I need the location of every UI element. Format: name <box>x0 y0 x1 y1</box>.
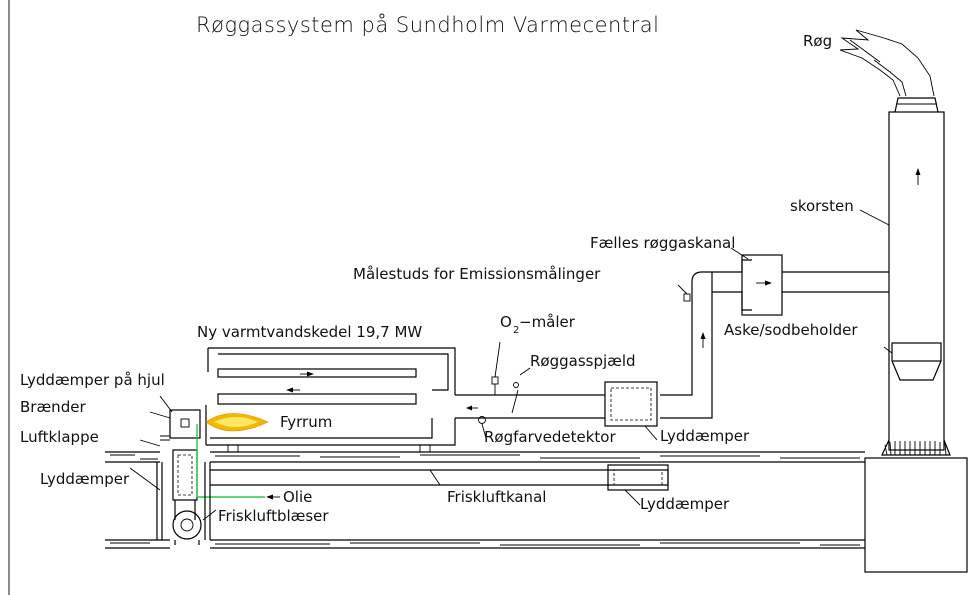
label-fyrrum: Fyrrum <box>280 413 332 431</box>
smoke-squiggle <box>839 29 935 97</box>
silencer-flue <box>604 381 658 441</box>
label-skorsten: skorsten <box>790 197 854 215</box>
boiler-outlet-duct <box>455 341 605 439</box>
wall-right-of-fan <box>204 462 211 540</box>
label-olie: Olie <box>283 488 312 506</box>
label-roegfarvedetektor: Røgfarvedetektor <box>484 428 616 446</box>
measuring-stub <box>683 293 691 302</box>
chimney-base-hatching <box>884 441 947 456</box>
label-o2-maaler: O 2 −måler <box>500 313 576 336</box>
oil-line <box>196 424 265 498</box>
label-o2-prefix: O <box>500 313 512 331</box>
label-braender: Brænder <box>20 398 86 416</box>
label-friskluftkanal: Friskluftkanal <box>447 488 546 506</box>
label-roeg: Røg <box>803 32 832 50</box>
burner-unit <box>139 395 201 447</box>
floor-upper <box>105 451 865 463</box>
label-lyddaemper-friskluft: Lyddæmper <box>640 495 730 513</box>
floor-lower <box>105 539 865 549</box>
label-roeggasspjaeld: Røggasspjæld <box>530 352 636 370</box>
label-faelles-roeggaskanal: Fælles røggaskanal <box>590 234 735 252</box>
boiler <box>205 347 456 453</box>
label-ny-varmtvandskedel: Ny varmtvandskedel 19,7 MW <box>197 323 422 341</box>
label-lyddaemper-kanal: Lyddæmper <box>660 427 750 445</box>
label-maalestuds: Målestuds for Emissionsmålinger <box>353 265 601 283</box>
silencer-fresh-air <box>607 464 669 506</box>
common-flue-duct <box>660 247 889 419</box>
label-lyddaemper-paa-hjul: Lyddæmper på hjul <box>20 371 165 389</box>
left-wall <box>156 462 163 540</box>
flue-damper <box>511 389 519 414</box>
ash-soot-container <box>883 342 942 381</box>
o2-sensor <box>491 376 499 385</box>
chimney <box>839 29 968 573</box>
label-friskluftblaeser: Friskluftblæser <box>218 507 329 525</box>
diagram-title: Røggassystem på Sundholm Varmecentral <box>196 13 659 37</box>
chimney-foundation <box>864 457 968 573</box>
label-luftklappe: Luftklappe <box>20 428 99 446</box>
smoke-color-detector <box>478 416 486 424</box>
label-lyddaemper-left: Lyddæmper <box>40 470 130 488</box>
label-o2-subscript: 2 <box>513 325 519 336</box>
label-aske-sodbeholder: Aske/sodbeholder <box>724 321 858 339</box>
label-o2-suffix: −måler <box>519 313 576 331</box>
fresh-air-duct <box>210 469 669 486</box>
silencer-vertical <box>172 449 198 520</box>
